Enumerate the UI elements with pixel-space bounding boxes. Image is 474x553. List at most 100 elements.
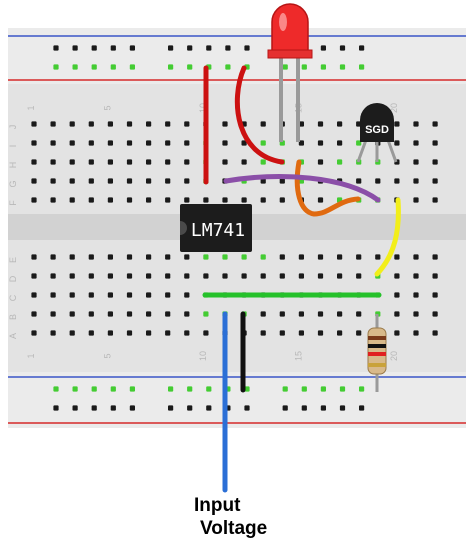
rail-hole[interactable]: [129, 45, 135, 51]
breadboard-hole[interactable]: [298, 311, 304, 317]
breadboard-hole[interactable]: [413, 140, 419, 146]
breadboard-hole[interactable]: [432, 178, 438, 184]
breadboard-hole[interactable]: [317, 159, 324, 165]
rail-hole[interactable]: [225, 64, 231, 70]
breadboard-hole[interactable]: [375, 254, 381, 260]
rail-hole[interactable]: [320, 64, 326, 70]
breadboard-hole[interactable]: [146, 254, 152, 260]
breadboard-hole[interactable]: [88, 273, 94, 279]
breadboard-hole[interactable]: [298, 330, 304, 336]
breadboard-hole[interactable]: [432, 121, 438, 127]
breadboard-hole[interactable]: [107, 159, 113, 165]
red-wire-curved[interactable]: [234, 65, 285, 165]
breadboard-hole[interactable]: [413, 292, 419, 298]
rail-hole[interactable]: [282, 64, 288, 70]
breadboard-hole[interactable]: [413, 254, 419, 260]
purple-wire[interactable]: [223, 174, 381, 203]
breadboard-hole[interactable]: [88, 140, 94, 146]
breadboard-hole[interactable]: [146, 178, 152, 184]
breadboard-hole[interactable]: [413, 178, 419, 184]
rail-hole[interactable]: [320, 405, 326, 411]
breadboard-hole[interactable]: [337, 159, 343, 165]
breadboard-hole[interactable]: [165, 178, 171, 184]
rail-hole[interactable]: [168, 405, 174, 411]
rail-hole[interactable]: [359, 45, 365, 51]
breadboard-hole[interactable]: [317, 311, 324, 317]
breadboard-hole[interactable]: [69, 197, 75, 203]
breadboard-hole[interactable]: [165, 311, 171, 317]
rail-hole[interactable]: [359, 405, 365, 411]
breadboard-hole[interactable]: [317, 140, 324, 146]
rail-hole[interactable]: [72, 45, 78, 51]
breadboard-hole[interactable]: [69, 178, 75, 184]
breadboard-hole[interactable]: [184, 121, 190, 127]
breadboard-hole[interactable]: [69, 121, 75, 127]
rail-hole[interactable]: [301, 64, 307, 70]
breadboard-hole[interactable]: [260, 178, 266, 184]
breadboard-hole[interactable]: [337, 330, 343, 336]
breadboard-hole[interactable]: [413, 330, 419, 336]
rail-hole[interactable]: [91, 405, 97, 411]
breadboard-hole[interactable]: [31, 292, 37, 298]
rail-hole[interactable]: [53, 64, 59, 70]
breadboard-hole[interactable]: [31, 121, 37, 127]
breadboard-hole[interactable]: [298, 121, 304, 127]
breadboard-hole[interactable]: [394, 292, 400, 298]
breadboard-hole[interactable]: [107, 273, 113, 279]
breadboard-hole[interactable]: [317, 254, 324, 260]
rail-hole[interactable]: [129, 405, 135, 411]
rail-hole[interactable]: [339, 64, 346, 70]
breadboard-hole[interactable]: [413, 159, 419, 165]
breadboard-hole[interactable]: [146, 292, 152, 298]
breadboard-hole[interactable]: [241, 159, 247, 165]
rail-hole[interactable]: [91, 386, 97, 392]
breadboard-hole[interactable]: [184, 273, 190, 279]
breadboard-hole[interactable]: [298, 140, 304, 146]
breadboard-hole[interactable]: [222, 140, 228, 146]
rail-hole[interactable]: [244, 405, 250, 411]
breadboard-hole[interactable]: [394, 121, 400, 127]
breadboard-hole[interactable]: [298, 273, 304, 279]
transistor[interactable]: SGD: [356, 103, 398, 163]
breadboard-hole[interactable]: [394, 330, 400, 336]
breadboard-hole[interactable]: [126, 159, 133, 165]
orange-wire[interactable]: [294, 159, 361, 217]
red-led[interactable]: [267, 3, 313, 142]
rail-hole[interactable]: [244, 386, 250, 392]
breadboard-hole[interactable]: [356, 254, 362, 260]
breadboard-hole[interactable]: [69, 273, 75, 279]
breadboard-hole[interactable]: [107, 311, 113, 317]
breadboard-hole[interactable]: [88, 254, 94, 260]
breadboard-hole[interactable]: [260, 254, 266, 260]
rail-hole[interactable]: [168, 45, 174, 51]
breadboard-hole[interactable]: [413, 311, 419, 317]
breadboard-hole[interactable]: [165, 121, 171, 127]
rail-hole[interactable]: [110, 45, 116, 51]
rail-hole[interactable]: [72, 64, 78, 70]
breadboard-hole[interactable]: [88, 197, 94, 203]
breadboard-hole[interactable]: [146, 121, 152, 127]
breadboard-hole[interactable]: [88, 159, 94, 165]
rail-hole[interactable]: [129, 64, 135, 70]
rail-hole[interactable]: [244, 45, 250, 51]
breadboard-hole[interactable]: [222, 254, 228, 260]
breadboard-hole[interactable]: [126, 197, 133, 203]
breadboard-hole[interactable]: [184, 330, 190, 336]
breadboard-hole[interactable]: [50, 292, 56, 298]
rail-hole[interactable]: [187, 405, 193, 411]
breadboard-hole[interactable]: [107, 140, 113, 146]
breadboard-hole[interactable]: [337, 254, 343, 260]
rail-hole[interactable]: [91, 45, 97, 51]
rail-hole[interactable]: [359, 386, 365, 392]
breadboard-hole[interactable]: [165, 330, 171, 336]
breadboard-hole[interactable]: [31, 140, 37, 146]
breadboard-hole[interactable]: [165, 292, 171, 298]
breadboard-hole[interactable]: [126, 254, 133, 260]
resistor[interactable]: [367, 314, 387, 392]
breadboard-hole[interactable]: [31, 197, 37, 203]
rail-hole[interactable]: [206, 45, 212, 51]
breadboard-hole[interactable]: [203, 197, 209, 203]
breadboard-hole[interactable]: [50, 311, 56, 317]
breadboard-hole[interactable]: [107, 197, 113, 203]
breadboard-hole[interactable]: [432, 292, 438, 298]
